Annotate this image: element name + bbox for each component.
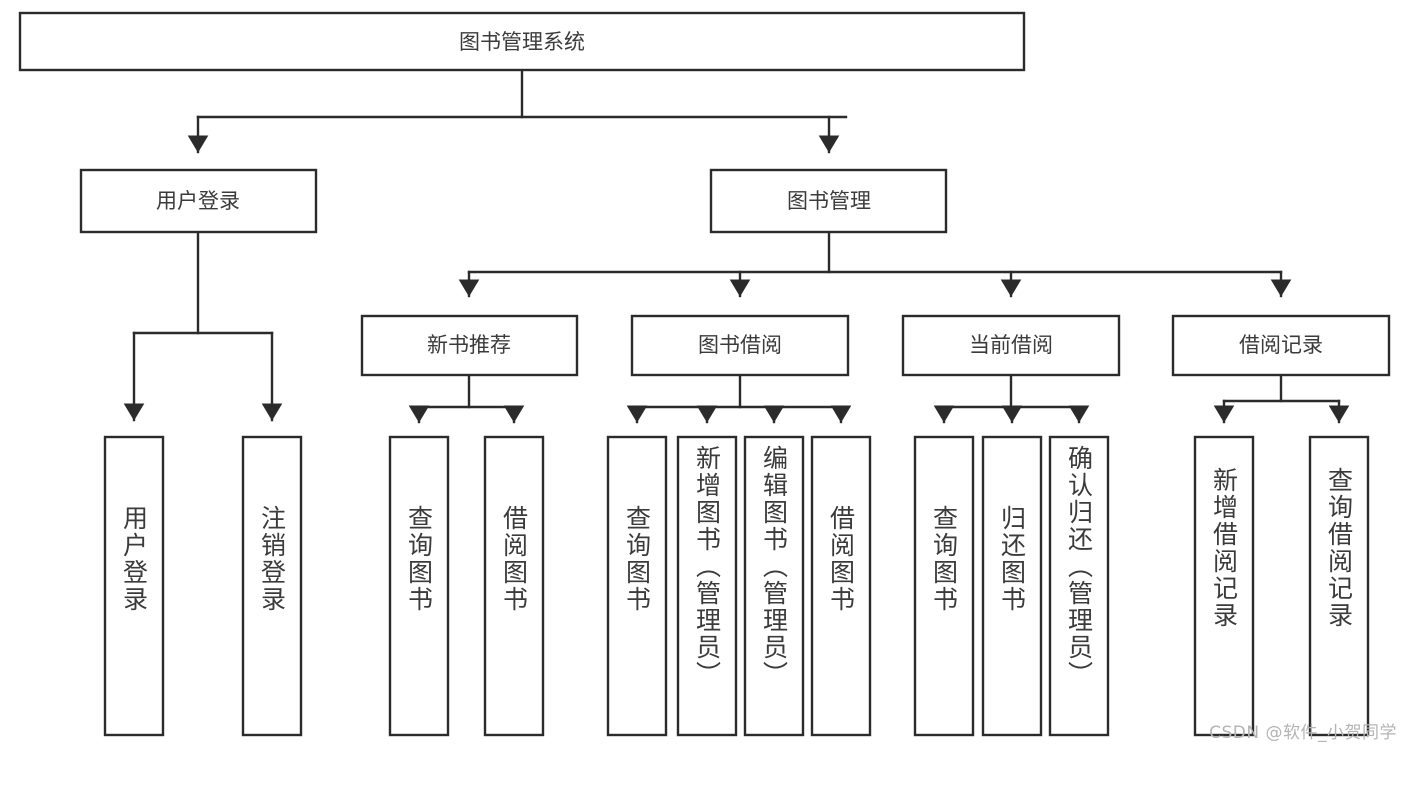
node-book-manage[interactable]: 图书管理 <box>709 168 948 234</box>
node-borrow-record[interactable]: 借阅记录 <box>1171 314 1391 377</box>
node-book-manage-box[interactable] <box>709 168 948 234</box>
node-borrow-record-box[interactable] <box>1171 314 1391 377</box>
leaf-box-new-book-2[interactable] <box>483 435 545 737</box>
node-current-borrow-label: 当前借阅 <box>969 333 1053 357</box>
node-user-login-label: 用户登录 <box>156 189 240 213</box>
edge-group-book-manage-to-level3 <box>458 230 1292 298</box>
leaf-box-borrow-record-2[interactable] <box>1308 435 1370 737</box>
edge-group-borrow-record-to-leaves <box>1213 373 1350 424</box>
node-root-label: 图书管理系统 <box>459 30 585 54</box>
leaf-box-user-login-2[interactable] <box>241 435 303 737</box>
node-root-box[interactable] <box>18 11 1026 72</box>
node-user-login-box[interactable] <box>79 168 318 234</box>
edge-group-root-to-level2 <box>187 68 848 154</box>
leaf-box-book-borrow-3[interactable] <box>743 435 805 737</box>
node-new-book-recommend-label: 新书推荐 <box>427 333 511 357</box>
leaf-box-borrow-record-1[interactable] <box>1193 435 1255 737</box>
leaf-box-current-borrow-2[interactable] <box>981 435 1043 737</box>
node-new-book-recommend-box[interactable] <box>360 314 579 377</box>
leaf-box-user-login-1[interactable] <box>103 435 165 737</box>
node-book-borrow-box[interactable] <box>630 314 850 377</box>
node-user-login[interactable]: 用户登录 <box>79 168 318 234</box>
edge-group-new-book-to-leaves <box>408 373 525 424</box>
csdn-watermark: CSDN @软件_小贺同学 <box>1209 723 1397 743</box>
node-book-manage-label: 图书管理 <box>787 189 871 213</box>
leaf-box-book-borrow-4[interactable] <box>810 435 872 737</box>
edge-group-book-borrow-to-leaves <box>626 373 852 424</box>
leaf-box-current-borrow-1[interactable] <box>913 435 975 737</box>
leaf-box-book-borrow-2[interactable] <box>676 435 738 737</box>
leaf-box-new-book-1[interactable] <box>388 435 450 737</box>
node-borrow-record-label: 借阅记录 <box>1239 333 1323 357</box>
edge-group-current-borrow-to-leaves <box>933 373 1090 424</box>
node-book-borrow-label: 图书借阅 <box>698 333 782 357</box>
leaf-box-current-borrow-3[interactable] <box>1048 435 1110 737</box>
node-current-borrow[interactable]: 当前借阅 <box>901 314 1121 377</box>
edge-group-user-login-to-leaves <box>123 230 283 422</box>
leaf-box-book-borrow-1[interactable] <box>606 435 668 737</box>
tree-svg-canvas: 图书管理系统 用户登录 图书管理 新书推荐 图书借阅 当前借阅 借阅记录 <box>18 11 1391 737</box>
node-current-borrow-box[interactable] <box>901 314 1121 377</box>
system-structure-diagram: 图书管理系统 用户登录 图书管理 新书推荐 图书借阅 当前借阅 借阅记录 <box>18 11 1397 743</box>
node-new-book-recommend[interactable]: 新书推荐 <box>360 314 579 377</box>
node-book-borrow[interactable]: 图书借阅 <box>630 314 850 377</box>
node-root[interactable]: 图书管理系统 <box>18 11 1026 72</box>
